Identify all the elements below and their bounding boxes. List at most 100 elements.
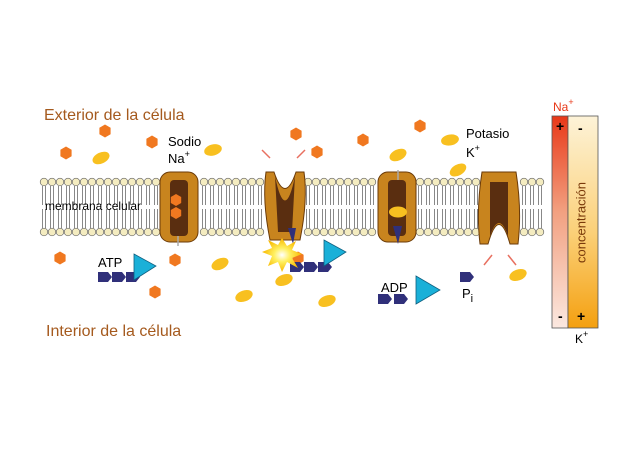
concentration-label: concentración <box>573 182 589 263</box>
sodium-ion <box>357 133 369 147</box>
sodium-symbol: Na <box>168 151 185 166</box>
sodium-label: Sodio <box>168 134 202 149</box>
potassium-symbol: K <box>466 145 475 160</box>
lipid-head <box>247 177 257 187</box>
lipid-head <box>71 227 81 237</box>
lipid-head <box>135 227 145 237</box>
lipid-head <box>55 177 65 187</box>
k-bar-plus: + <box>577 308 586 324</box>
lipid-head <box>359 177 369 187</box>
lipid-head <box>231 227 241 237</box>
release-arrow <box>483 254 493 266</box>
pump-protein <box>264 171 306 241</box>
potassium-ion <box>441 134 459 146</box>
lipid-head <box>87 177 97 187</box>
lipid-head <box>471 177 481 187</box>
phosphate-label-group: Pi <box>462 287 473 305</box>
lipid-head <box>463 227 473 237</box>
lipid-bilayer <box>39 177 545 237</box>
lipid-head <box>199 227 209 237</box>
lipid-head <box>79 177 89 187</box>
lipid-head <box>119 177 129 187</box>
lipid-head <box>39 177 49 187</box>
bar-top-na: Na <box>553 100 569 114</box>
release-arrow <box>261 149 271 159</box>
lipid-head <box>95 227 105 237</box>
sodium-ion <box>146 135 158 149</box>
pump-channel <box>490 182 508 236</box>
lipid-head <box>367 177 377 187</box>
lipid-head <box>151 227 161 237</box>
lipid-head <box>343 177 353 187</box>
lipid-head <box>431 177 441 187</box>
lipid-head <box>231 177 241 187</box>
sodium-ion <box>54 251 66 265</box>
phosphate-group <box>98 272 112 282</box>
membrane-label: membrana celular <box>45 199 142 213</box>
sodium-ion <box>414 119 426 133</box>
lipid-head <box>63 177 73 187</box>
lipid-head <box>423 177 433 187</box>
lipid-head <box>79 227 89 237</box>
lipid-head <box>447 227 457 237</box>
phosphate-subscript: i <box>470 293 474 305</box>
lipid-head <box>535 227 545 237</box>
na-bar-plus: + <box>556 118 565 134</box>
lipid-head <box>415 177 425 187</box>
adp-adenosine <box>415 275 441 305</box>
potassium-ion <box>449 163 467 177</box>
lipid-head <box>63 227 73 237</box>
lipid-head <box>319 227 329 237</box>
sodium-ion <box>311 145 323 159</box>
lipid-head <box>519 177 529 187</box>
lipid-head <box>527 227 537 237</box>
lipid-head <box>143 177 153 187</box>
potassium-concentration-bar <box>567 115 599 329</box>
lipid-head <box>327 177 337 187</box>
na-bar-minus: - <box>558 308 563 324</box>
lipid-head <box>135 177 145 187</box>
lipid-head <box>111 177 121 187</box>
lipid-head <box>455 227 465 237</box>
phosphate-group <box>460 272 474 282</box>
lipid-head <box>239 227 249 237</box>
atp-adenosine <box>133 253 157 281</box>
lipid-head <box>223 227 233 237</box>
lipid-head <box>359 227 369 237</box>
lipid-head <box>447 177 457 187</box>
lipid-head <box>215 227 225 237</box>
sodium-ion <box>60 146 72 160</box>
lipid-head <box>103 177 113 187</box>
lipid-head <box>327 227 337 237</box>
adp-label: ADP <box>381 280 408 295</box>
lipid-head <box>319 177 329 187</box>
lipid-head <box>71 177 81 187</box>
lipid-head <box>367 227 377 237</box>
lipid-head <box>351 177 361 187</box>
atp-label: ATP <box>98 255 123 270</box>
energy-flash <box>262 238 302 272</box>
lipid-head <box>47 227 57 237</box>
sodium-concentration-bar <box>551 115 569 329</box>
lipid-head <box>415 227 425 237</box>
lipid-head <box>255 177 265 187</box>
bar-bottom-k-group: K+ <box>575 330 588 346</box>
bound-phosphate <box>288 228 296 244</box>
lipid-head <box>335 227 345 237</box>
potassium-symbol-group: K+ <box>466 144 480 160</box>
lipid-head <box>343 227 353 237</box>
lipid-head <box>95 177 105 187</box>
phosphate-group <box>304 262 318 272</box>
sodium-ion <box>169 253 181 267</box>
lipid-head <box>519 227 529 237</box>
atp-adenosine <box>323 239 347 267</box>
sodium-ion <box>170 194 182 206</box>
ions <box>54 119 527 308</box>
lipid-head <box>311 177 321 187</box>
lipid-head <box>87 227 97 237</box>
lipid-head <box>463 177 473 187</box>
potassium-ion <box>204 144 222 156</box>
lipid-head <box>239 177 249 187</box>
sodium-ion <box>99 124 111 138</box>
lipid-head <box>247 227 257 237</box>
